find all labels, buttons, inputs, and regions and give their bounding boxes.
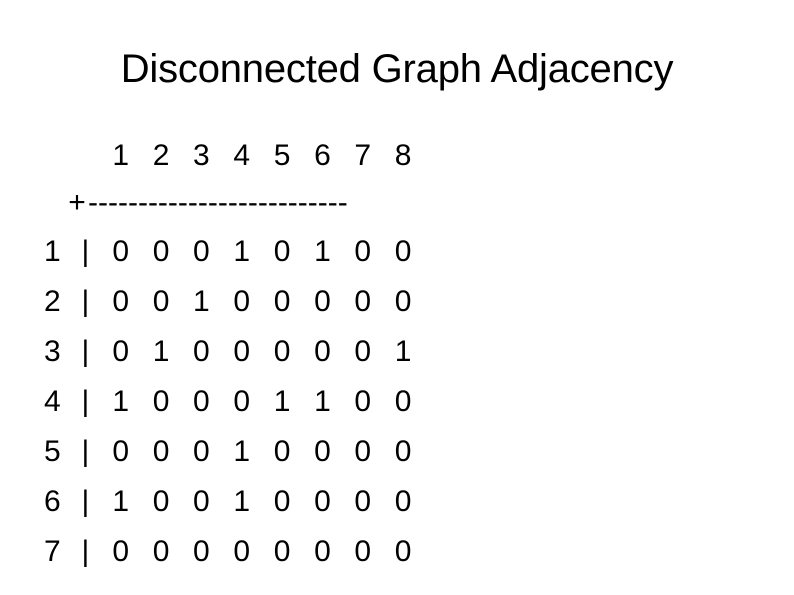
cell-5-1: 0 [112, 435, 130, 468]
row-label-5: 5 [44, 435, 61, 468]
table-row: 6 | 1 0 0 1 0 0 0 0 [44, 477, 411, 527]
row-pipe-5: | [81, 435, 90, 468]
cell-5-7: 0 [354, 435, 372, 468]
cell-1-8: 0 [394, 235, 412, 268]
column-header-8: 8 [394, 139, 412, 172]
column-header-5: 5 [273, 139, 291, 172]
cell-5-2: 0 [152, 435, 170, 468]
cell-3-6: 0 [314, 335, 331, 368]
cell-6-4: 1 [233, 485, 251, 518]
matrix-separator-row: +-------------------------- [44, 179, 384, 227]
row-label-1: 1 [44, 235, 61, 268]
cell-5-5: 0 [273, 435, 291, 468]
column-header-2: 2 [152, 139, 170, 172]
cell-4-7: 0 [354, 385, 372, 418]
column-header-6: 6 [314, 139, 331, 172]
cell-5-4: 1 [233, 435, 251, 468]
row-label-3: 3 [44, 335, 61, 368]
cell-4-3: 0 [193, 385, 210, 418]
cell-3-1: 0 [112, 335, 130, 368]
row-pipe-2: | [81, 285, 90, 318]
cell-3-5: 0 [273, 335, 291, 368]
cell-3-8: 1 [394, 335, 412, 368]
cell-6-5: 0 [273, 485, 291, 518]
cell-6-3: 0 [193, 485, 210, 518]
cell-1-7: 0 [354, 235, 372, 268]
row-pipe-1: | [81, 235, 90, 268]
table-row: 5 | 0 0 0 1 0 0 0 0 [44, 427, 411, 477]
table-row: 1 | 0 0 0 1 0 1 0 0 [44, 227, 411, 277]
cell-2-4: 0 [233, 285, 251, 318]
cell-4-8: 0 [394, 385, 412, 418]
row-label-4: 4 [44, 385, 61, 418]
row-label-7: 7 [44, 535, 61, 568]
row-pipe-3: | [81, 335, 90, 368]
row-pipe-6: | [81, 485, 90, 518]
cell-6-6: 0 [314, 485, 331, 518]
cell-1-5: 0 [273, 235, 291, 268]
cell-7-6: 0 [314, 535, 331, 568]
cell-1-6: 1 [314, 235, 331, 268]
cell-2-8: 0 [394, 285, 412, 318]
cell-2-7: 0 [354, 285, 372, 318]
cell-7-5: 0 [273, 535, 291, 568]
cell-2-1: 0 [112, 285, 130, 318]
cell-5-8: 0 [394, 435, 412, 468]
column-header-7: 7 [354, 139, 372, 172]
plus-symbol: + [68, 186, 86, 219]
row-label-6: 6 [44, 485, 61, 518]
cell-4-2: 0 [152, 385, 170, 418]
cell-6-2: 0 [152, 485, 170, 518]
cell-3-3: 0 [193, 335, 210, 368]
cell-1-3: 0 [193, 235, 210, 268]
cell-7-7: 0 [354, 535, 372, 568]
cell-4-1: 1 [112, 385, 130, 418]
cell-5-3: 0 [193, 435, 210, 468]
table-row: 2 | 0 0 1 0 0 0 0 0 [44, 277, 411, 327]
row-pipe-4: | [81, 385, 90, 418]
cell-6-7: 0 [354, 485, 372, 518]
cell-3-7: 0 [354, 335, 372, 368]
cell-2-3: 1 [193, 285, 210, 318]
column-header-1: 1 [112, 139, 130, 172]
cell-1-4: 1 [233, 235, 251, 268]
cell-1-2: 0 [152, 235, 170, 268]
column-header-3: 3 [193, 139, 210, 172]
cell-6-1: 1 [112, 485, 130, 518]
cell-2-2: 0 [152, 285, 170, 318]
table-row: 7 | 0 0 0 0 0 0 0 0 [44, 527, 411, 577]
cell-2-6: 0 [314, 285, 331, 318]
adjacency-matrix: 1 2 3 4 5 6 7 8 +-----------------------… [44, 133, 411, 577]
cell-7-4: 0 [233, 535, 251, 568]
cell-3-4: 0 [233, 335, 251, 368]
column-header-4: 4 [233, 139, 251, 172]
cell-2-5: 0 [273, 285, 291, 318]
cell-7-8: 0 [394, 535, 412, 568]
cell-3-2: 1 [152, 335, 170, 368]
separator-dashes: -------------------------- [88, 186, 348, 219]
cell-1-1: 0 [112, 235, 130, 268]
cell-6-8: 0 [394, 485, 412, 518]
matrix-header-row: 1 2 3 4 5 6 7 8 [44, 133, 411, 179]
cell-7-1: 0 [112, 535, 130, 568]
page-title: Disconnected Graph Adjacency [120, 47, 674, 91]
table-row: 3 | 0 1 0 0 0 0 0 1 [44, 327, 411, 377]
row-label-2: 2 [44, 285, 61, 318]
row-pipe-7: | [81, 535, 90, 568]
cell-4-6: 1 [314, 385, 331, 418]
cell-4-5: 1 [273, 385, 291, 418]
cell-4-4: 0 [233, 385, 251, 418]
table-row: 4 | 1 0 0 0 1 1 0 0 [44, 377, 411, 427]
cell-7-2: 0 [152, 535, 170, 568]
cell-5-6: 0 [314, 435, 331, 468]
cell-7-3: 0 [193, 535, 210, 568]
